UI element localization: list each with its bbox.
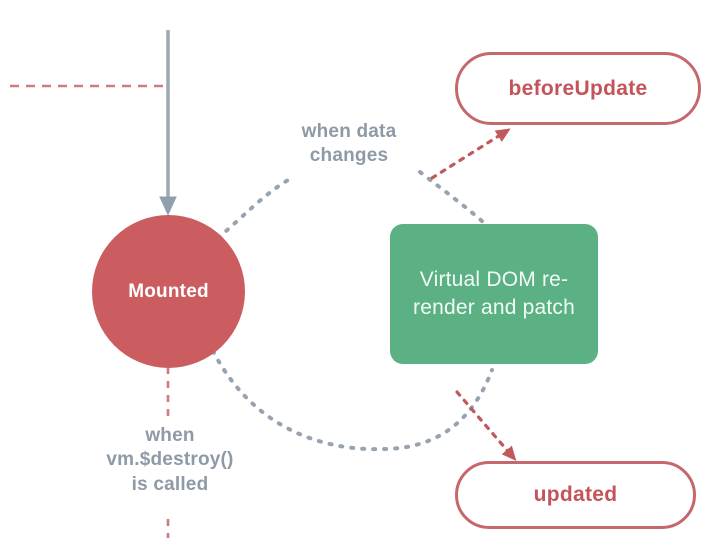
node-mounted-label: Mounted (128, 280, 209, 302)
node-virtual-dom[interactable]: Virtual DOM re-render and patch (390, 224, 598, 364)
connector-mounted-to-vdom-lower-arc (211, 349, 494, 452)
connector-to-updated (455, 390, 517, 462)
node-mounted[interactable]: Mounted (92, 215, 245, 368)
connector-when-data-to-vdom (418, 170, 485, 224)
node-updated[interactable]: updated (455, 461, 696, 529)
node-before-update[interactable]: beforeUpdate (455, 52, 701, 125)
node-virtual-dom-label: Virtual DOM re-render and patch (413, 268, 575, 319)
connector-mounted-to-when-data (216, 178, 290, 240)
edge-label-when-destroy-called: when vm.$destroy() is called (106, 425, 234, 495)
edge-label-when-data-changes: when data changes (301, 121, 397, 167)
node-before-update-label: beforeUpdate (508, 76, 648, 100)
node-updated-label: updated (533, 483, 618, 506)
connector-to-before-update (430, 128, 511, 180)
